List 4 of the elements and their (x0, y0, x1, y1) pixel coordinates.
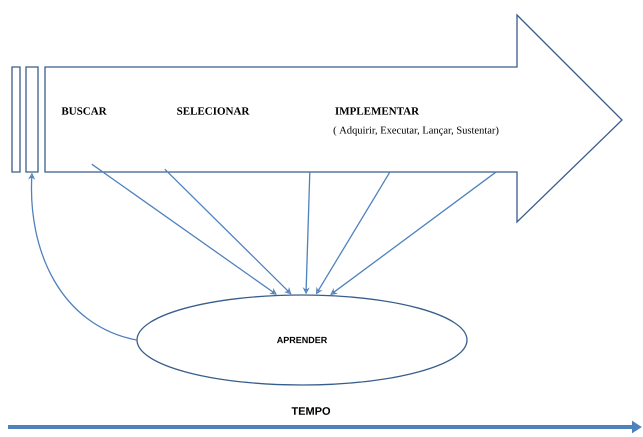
bar (11, 66, 21, 173)
bar (25, 66, 39, 173)
arrow (164, 168, 292, 294)
axis-label: TEMPO (292, 407, 330, 415)
